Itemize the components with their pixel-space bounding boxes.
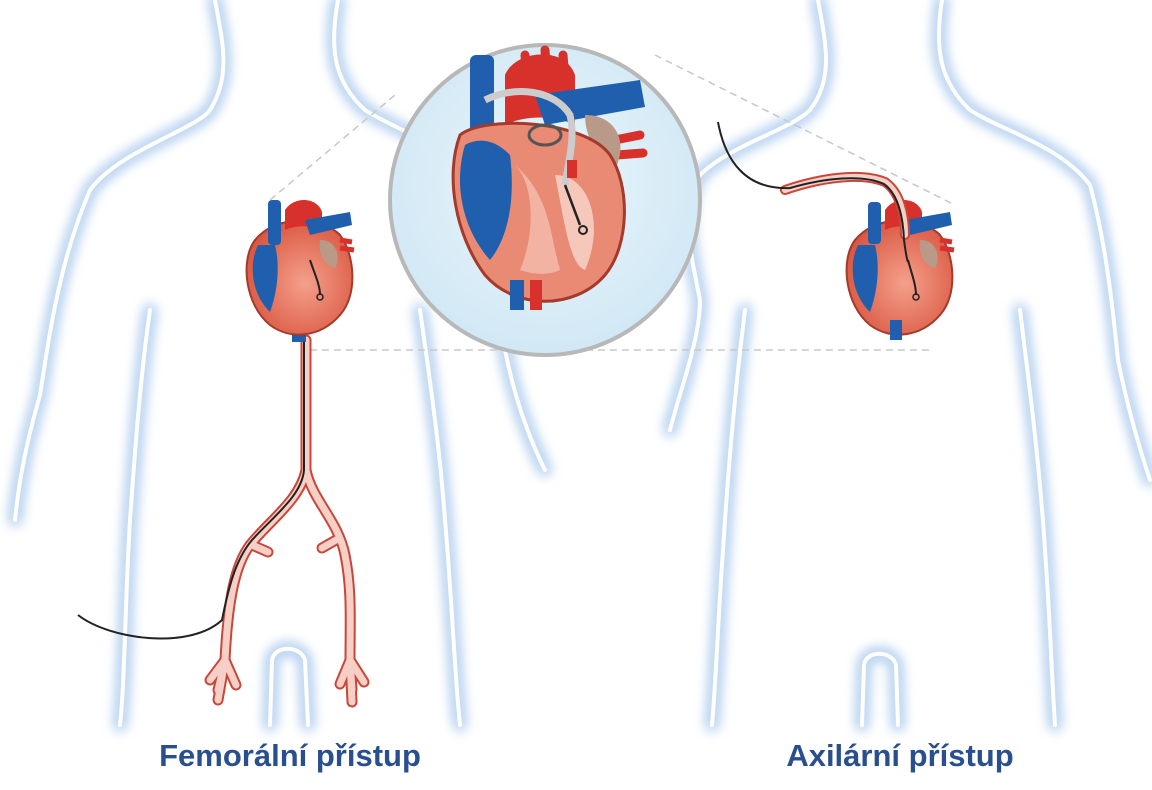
left-heart-icon xyxy=(247,200,354,342)
femoral-access-label: Femorální přístup xyxy=(110,738,470,774)
axillary-access-label: Axilární přístup xyxy=(720,738,1080,774)
zoomed-heart-icon xyxy=(390,45,700,355)
right-body-silhouette-icon xyxy=(670,0,1150,725)
